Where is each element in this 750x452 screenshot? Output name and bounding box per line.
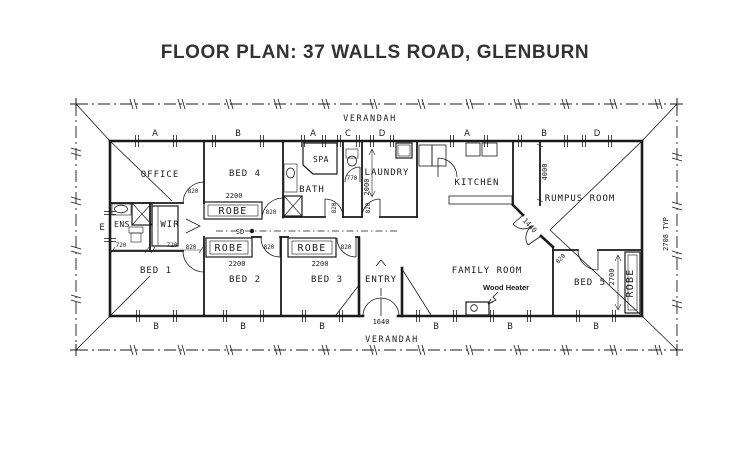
- dim-verandah-side: 2708 TYP: [662, 217, 670, 251]
- room-label-ens: ENS: [114, 220, 130, 229]
- window-tag-bottom-3: B: [319, 322, 325, 332]
- window-tag-bottom-1: B: [153, 322, 159, 332]
- dim-wir: 720: [167, 242, 178, 249]
- robe-label-bed3: ROBE: [298, 243, 327, 254]
- dim-door-bed3: 820: [341, 244, 352, 251]
- roof-hip-lines: [75, 103, 678, 351]
- room-label-spa: SPA: [313, 155, 329, 164]
- bed5-robe: [624, 251, 641, 314]
- linen-cupboard: [283, 195, 303, 217]
- exterior-walls: [108, 139, 644, 318]
- smoke-detector-dot: [249, 228, 255, 234]
- ens-shower: [131, 202, 153, 226]
- room-label-wir: WIR: [160, 220, 179, 230]
- room-label-rumpus: RUMPUS ROOM: [545, 194, 616, 204]
- smoke-detector-label: SD: [236, 228, 244, 236]
- room-label-kitchen: KITCHEN: [455, 178, 500, 188]
- kitchen-fridge: [418, 144, 447, 167]
- dim-door-bath: 820: [331, 202, 338, 213]
- wood-heater-label: Wood Heater: [483, 283, 529, 292]
- room-label-family: FAMILY ROOM: [452, 266, 523, 276]
- dim-wc: 770: [347, 175, 358, 182]
- window-tag-top-8: D: [594, 129, 601, 139]
- window-tag-top-6: A: [464, 129, 470, 139]
- robe-label-bed5: ROBE: [625, 269, 636, 298]
- dimension-lines: [110, 143, 622, 311]
- dim-entry-door: 1640: [373, 318, 390, 326]
- room-label-entry: ENTRY: [365, 275, 397, 285]
- robe-label-bed2: ROBE: [215, 243, 244, 254]
- dim-ens: 720: [116, 242, 127, 249]
- door-swings: [182, 157, 599, 317]
- verandah-bottom-label: VERANDAH: [365, 335, 419, 345]
- dim-kitchen-wall: 4000: [541, 164, 549, 181]
- dim-bed5-robe: 2700: [608, 269, 616, 286]
- robes: [151, 195, 641, 314]
- dim-laundry: 2000: [363, 179, 371, 196]
- dim-bed4-robe: 2200: [226, 192, 243, 200]
- bed2-robe: [205, 237, 253, 258]
- kitchen-appliances: [465, 142, 498, 157]
- dim-bed2-robe: 2200: [229, 260, 246, 268]
- wir-shelving: [151, 205, 179, 247]
- dim-door-bed2: 820: [264, 244, 275, 251]
- room-label-bed4: BED 4: [229, 169, 261, 179]
- text-labels: VERANDAH VERANDAH A B A C D A B D B B B …: [99, 114, 670, 345]
- room-label-bed5: BED 5: [574, 278, 606, 288]
- room-label-bed2: BED 2: [229, 275, 261, 285]
- entry-arrow: [375, 259, 387, 267]
- dim-door-bed4: 820: [266, 209, 277, 216]
- verandah-top-label: VERANDAH: [343, 114, 397, 124]
- ens-toilet: [128, 226, 144, 243]
- window-tag-bottom-5: B: [507, 322, 513, 332]
- room-label-office: OFFICE: [141, 170, 180, 180]
- window-tag-top-1: A: [152, 129, 158, 139]
- robe-label-bed4: ROBE: [219, 206, 248, 217]
- dim-door-bed5: 820: [555, 252, 568, 265]
- laundry-tub: [395, 142, 413, 159]
- dim-door-laundry: 820: [365, 202, 372, 213]
- page-title: FLOOR PLAN: 37 WALLS ROAD, GLENBURN: [160, 42, 590, 63]
- wood-heater: [465, 291, 499, 316]
- window-tag-left: E: [99, 223, 104, 233]
- room-label-bath: BATH: [299, 185, 325, 195]
- dim-hall-door: 1440: [521, 217, 538, 235]
- window-tag-top-7: B: [541, 129, 547, 139]
- window-tag-bottom-6: B: [593, 322, 599, 332]
- window-tag-top-4: C: [345, 129, 351, 139]
- ens-vanity: [111, 203, 132, 216]
- window-tag-bottom-2: B: [240, 322, 246, 332]
- spa-tub: [302, 142, 338, 175]
- wc-toilet: [345, 148, 359, 167]
- window-tag-top-5: D: [379, 129, 386, 139]
- dim-door-hall: 820: [186, 244, 197, 251]
- bed4-robe: [203, 201, 263, 220]
- wir-opening-arrow: [185, 218, 201, 234]
- room-label-bed1: BED 1: [140, 266, 172, 276]
- bath-vanity: [283, 163, 298, 193]
- dim-door-office: 820: [188, 188, 199, 195]
- room-label-bed3: BED 3: [311, 275, 343, 285]
- room-label-laundry: LAUNDRY: [365, 168, 410, 178]
- dim-bed3-robe: 2200: [312, 260, 329, 268]
- kitchen-bench: [448, 195, 513, 205]
- fixtures: [111, 142, 513, 316]
- window-tag-top-2: B: [235, 129, 241, 139]
- window-tag-top-3: A: [310, 129, 316, 139]
- window-tag-bottom-4: B: [433, 322, 439, 332]
- bed3-robe: [287, 237, 337, 258]
